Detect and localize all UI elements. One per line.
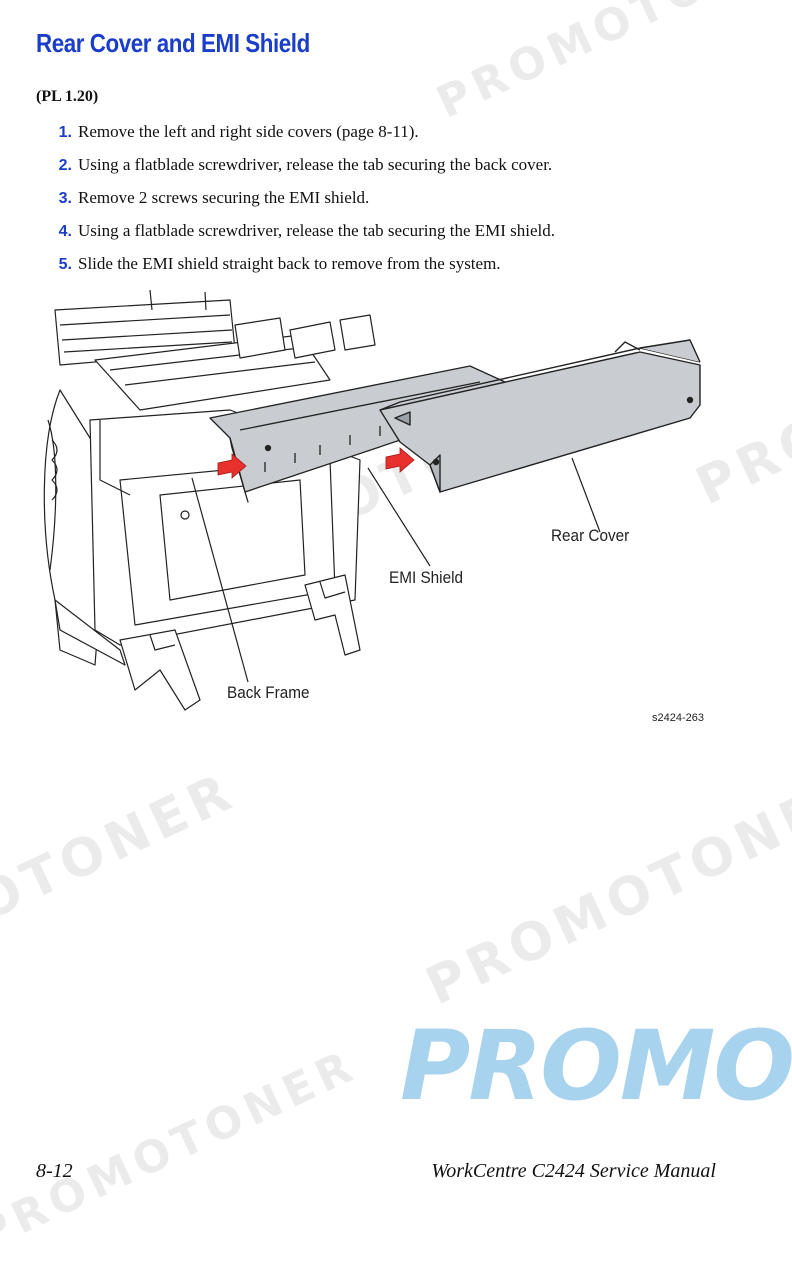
leader-rear-cover	[571, 457, 601, 533]
step-text: Using a flatblade screwdriver, release t…	[78, 221, 556, 240]
step-number: 2.	[58, 157, 72, 174]
callout-rear-cover: Rear Cover	[551, 526, 630, 545]
removal-arrows	[217, 447, 415, 479]
printer-paper-tray	[94, 334, 331, 411]
arrow-icon	[385, 447, 415, 473]
step-text: Remove 2 screws securing the EMI shield.	[78, 188, 370, 207]
step-number: 4.	[58, 223, 72, 240]
step-text: Slide the EMI shield straight back to re…	[78, 254, 501, 273]
rear-cover	[379, 339, 701, 493]
right-foot	[304, 574, 361, 656]
brand-watermark-logo: PROMOTONER	[400, 1010, 792, 1122]
page-title: Rear Cover and EMI Shield	[36, 28, 310, 58]
watermark-top-right: PROMOTONER	[429, 0, 792, 129]
callout-back-frame: Back Frame	[227, 683, 310, 702]
step-item: 1. Remove the left and right side covers…	[40, 122, 760, 155]
watermark-lower-right: PROMOTONER	[417, 761, 792, 1018]
parts-list-reference: (PL 1.20)	[36, 88, 99, 105]
figure-id: s2424-263	[652, 712, 704, 724]
left-foot	[119, 629, 201, 711]
arrow-icon	[217, 453, 247, 479]
leader-emi-shield	[367, 467, 431, 567]
watermark-lower-left: PROMOTONER	[0, 761, 246, 1018]
step-number: 5.	[58, 256, 72, 273]
leader-back-frame	[191, 477, 249, 683]
watermark-bottom-left: PROMOTONER	[0, 1039, 365, 1261]
step-item: 3. Remove 2 screws securing the EMI shie…	[40, 188, 760, 221]
step-text: Remove the left and right side covers (p…	[78, 122, 419, 141]
step-item: 5. Slide the EMI shield straight back to…	[40, 254, 760, 287]
step-item: 4. Using a flatblade screwdriver, releas…	[40, 221, 760, 254]
step-item: 2. Using a flatblade screwdriver, releas…	[40, 155, 760, 188]
page-number: 8-12	[36, 1160, 73, 1182]
callout-emi-shield: EMI Shield	[389, 568, 463, 587]
step-number: 1.	[58, 124, 72, 141]
step-text: Using a flatblade screwdriver, release t…	[78, 155, 553, 174]
disassembly-illustration	[43, 289, 701, 711]
step-number: 3.	[58, 190, 72, 207]
procedure-steps: 1. Remove the left and right side covers…	[40, 122, 760, 287]
manual-title: WorkCentre C2424 Service Manual	[431, 1160, 716, 1182]
